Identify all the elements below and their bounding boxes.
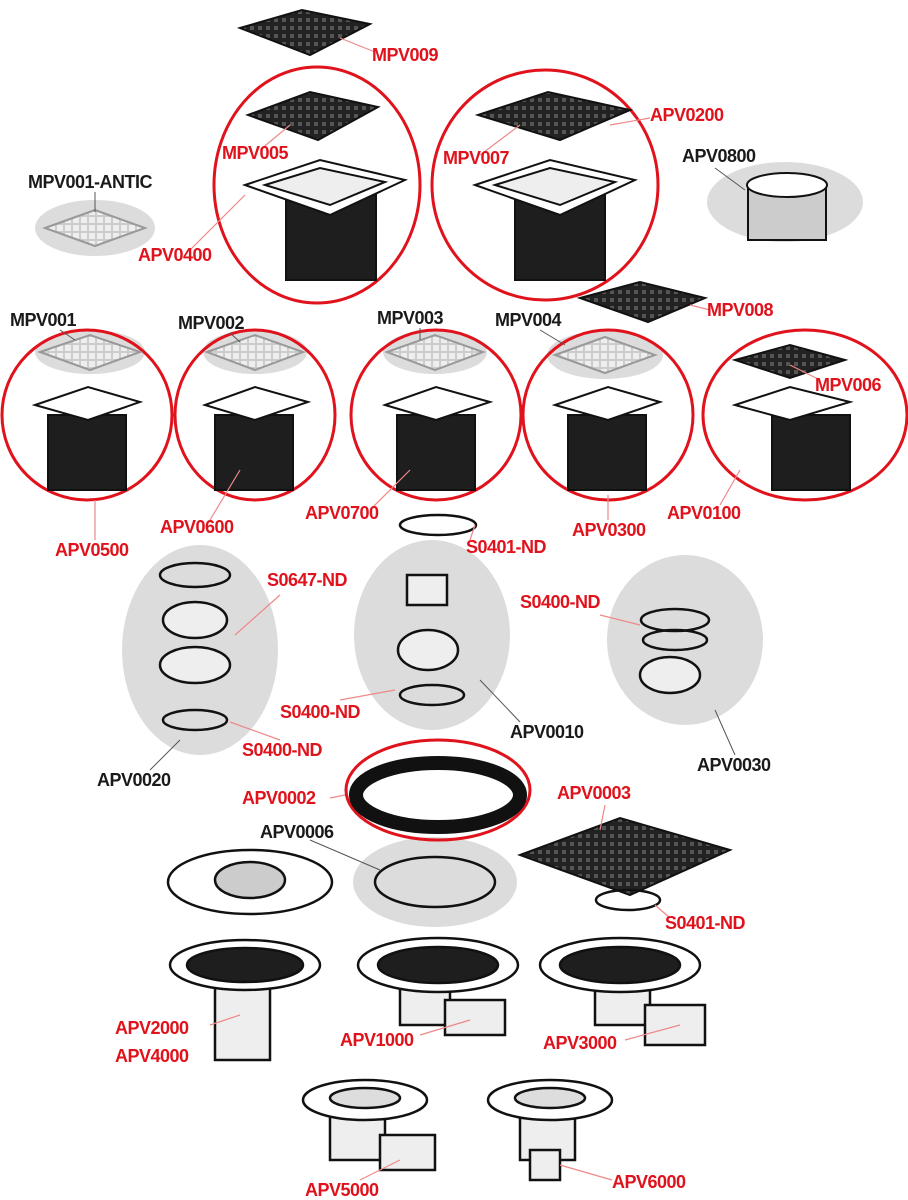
label-apv0010: APV0010: [510, 722, 584, 742]
grate-mpv009: [236, 8, 373, 57]
label-mpv004: MPV004: [495, 310, 562, 330]
label-apv0500: APV0500: [55, 540, 129, 560]
body-apv0010: [396, 628, 460, 672]
label-apv0800: APV0800: [682, 146, 756, 166]
label-mpv001-antic: MPV001-ANTIC: [28, 172, 153, 192]
seals-and-traps: [158, 513, 711, 916]
body-apv0200: [471, 158, 639, 281]
label-apv0300: APV0300: [572, 520, 646, 540]
circle-apv0700: [349, 328, 523, 502]
label-apv4000: APV4000: [115, 1046, 189, 1066]
label-apv0600: APV0600: [160, 517, 234, 537]
grate-mpv006: [731, 343, 849, 380]
highlight-ellipses: [35, 162, 863, 927]
label-apv3000: APV3000: [543, 1033, 617, 1053]
label-s0400-nd-mid: S0400-ND: [280, 702, 361, 722]
body-apv0700: [381, 385, 494, 491]
label-apv0020: APV0020: [97, 770, 171, 790]
label-mpv009: MPV009: [372, 45, 439, 65]
circle-apv0200: [430, 68, 660, 302]
label-apv6000: APV6000: [612, 1172, 686, 1192]
label-mpv008: MPV008: [707, 300, 774, 320]
body-apv0500: [31, 385, 144, 491]
label-apv0200: APV0200: [650, 105, 724, 125]
leader-lines-dark: [59, 167, 746, 871]
circle-apv0400: [212, 65, 422, 305]
label-mpv001: MPV001: [10, 310, 77, 330]
membrane-left: [166, 848, 334, 916]
trap-apv0020: [161, 600, 229, 640]
grate-mpv005: [245, 90, 381, 142]
body-apv0400: [241, 158, 409, 281]
label-apv0002: APV0002: [242, 788, 316, 808]
label-mpv006: MPV006: [815, 375, 882, 395]
label-s0401-nd-top: S0401-ND: [466, 537, 547, 557]
grate-round: [213, 860, 287, 900]
label-s0400-nd-left: S0400-ND: [242, 740, 323, 760]
circle-apv0500: [0, 328, 174, 502]
body-apv0100: [731, 385, 854, 491]
grate-mpv007: [474, 90, 634, 142]
label-apv2000: APV2000: [115, 1018, 189, 1038]
grate-mpv001: [36, 333, 144, 372]
body-apv0800: [746, 172, 828, 241]
grate-apv0003: [517, 816, 733, 897]
label-apv0400: APV0400: [138, 245, 212, 265]
label-apv5000: APV5000: [305, 1180, 379, 1200]
seal-s0400-nd-left: [161, 708, 229, 732]
circle-apv0100: [701, 328, 908, 502]
label-s0400-nd-right: S0400-ND: [520, 592, 601, 612]
highlight-apv0006: [353, 837, 517, 927]
outlets: [168, 936, 707, 1182]
label-mpv007: MPV007: [443, 148, 510, 168]
label-apv1000: APV1000: [340, 1030, 414, 1050]
body-apv0020: [158, 645, 232, 685]
label-s0401-nd-bottom: S0401-ND: [665, 913, 746, 933]
body-apv0030: [638, 655, 702, 695]
seal-s0401-nd-top: [398, 513, 478, 537]
ring-apv0020-top: [158, 561, 232, 589]
outlet-apv3000: [538, 936, 707, 1047]
leader-lines: [94, 37, 821, 1181]
outlet-apv1000: [356, 936, 520, 1037]
membrane-apv0006: [373, 855, 497, 909]
grate-mpv003: [384, 333, 486, 372]
circle-apv0002: [344, 738, 532, 842]
label-apv0030: APV0030: [697, 755, 771, 775]
outlet-apv2000: [168, 938, 322, 1062]
trap-apv0010: [405, 573, 449, 607]
highlight-apv0030: [607, 555, 763, 725]
grate-mpv008: [576, 280, 709, 324]
circle-apv0600: [173, 328, 337, 502]
label-mpv002: MPV002: [178, 313, 245, 333]
label-mpv005: MPV005: [222, 143, 289, 163]
body-apv0300: [551, 385, 664, 491]
seal-s0400-nd-mid: [398, 683, 466, 707]
seal-s0400-nd-right: [641, 628, 709, 652]
outlet-apv6000: [486, 1078, 614, 1182]
flange-apv0002: [349, 756, 527, 834]
label-apv0006: APV0006: [260, 822, 334, 842]
grates: [36, 8, 849, 897]
drain-bodies: [31, 158, 854, 491]
label-apv0003: APV0003: [557, 783, 631, 803]
label-s0647-nd: S0647-ND: [267, 570, 348, 590]
seal-s0401-nd-bottom: [594, 888, 662, 912]
body-apv0600: [201, 385, 312, 491]
grate-mpv001-antic: [42, 208, 148, 248]
label-apv0700: APV0700: [305, 503, 379, 523]
label-mpv003: MPV003: [377, 308, 444, 328]
label-apv0100: APV0100: [667, 503, 741, 523]
outlet-apv5000: [301, 1078, 437, 1172]
grate-mpv004: [552, 335, 658, 375]
